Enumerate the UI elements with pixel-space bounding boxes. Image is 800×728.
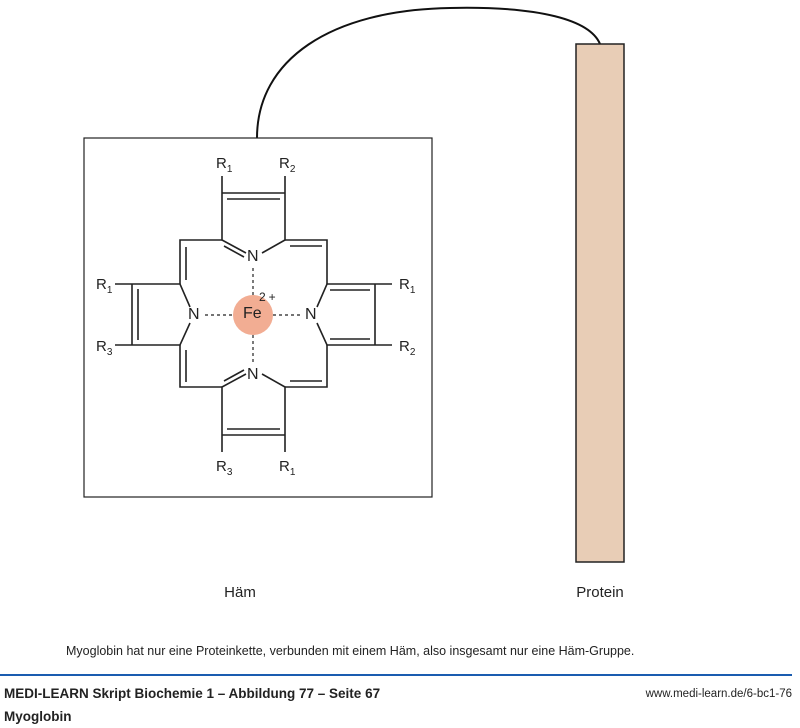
- substituent-bottom-left: R3: [216, 458, 233, 478]
- iron-symbol: Fe: [243, 305, 262, 322]
- connector-wire: [256, 6, 601, 139]
- footer-subtitle: Myoglobin: [4, 709, 72, 724]
- nitrogen-left: N: [188, 306, 200, 323]
- substituent-left-bottom: R3: [96, 338, 113, 358]
- substituent-right-top: R1: [399, 276, 416, 296]
- substituent-right-bottom: R2: [399, 338, 416, 358]
- substituent-top-left: R1: [216, 155, 233, 175]
- iron-charge: 2+: [259, 290, 279, 304]
- nitrogen-bottom: N: [247, 366, 259, 384]
- protein-chain: [575, 43, 625, 563]
- footer-title: MEDI-LEARN Skript Biochemie 1 – Abbildun…: [4, 686, 381, 701]
- footer-url[interactable]: www.medi-learn.de/6-bc1-76: [645, 688, 792, 700]
- porphyrin-ring: [115, 176, 392, 452]
- protein-label: Protein: [576, 584, 624, 601]
- substituent-bottom-right: R1: [279, 458, 296, 478]
- substituent-top-right: R2: [279, 155, 296, 175]
- iron-ion: [233, 295, 273, 335]
- heme-label: Häm: [224, 584, 256, 601]
- substituent-left-top: R1: [96, 276, 113, 296]
- footer-divider: [0, 674, 792, 676]
- heme-box: [83, 137, 433, 498]
- figure-caption: Myoglobin hat nur eine Proteinkette, ver…: [66, 644, 635, 658]
- nitrogen-right: N: [305, 306, 317, 323]
- nitrogen-top: N: [247, 248, 259, 266]
